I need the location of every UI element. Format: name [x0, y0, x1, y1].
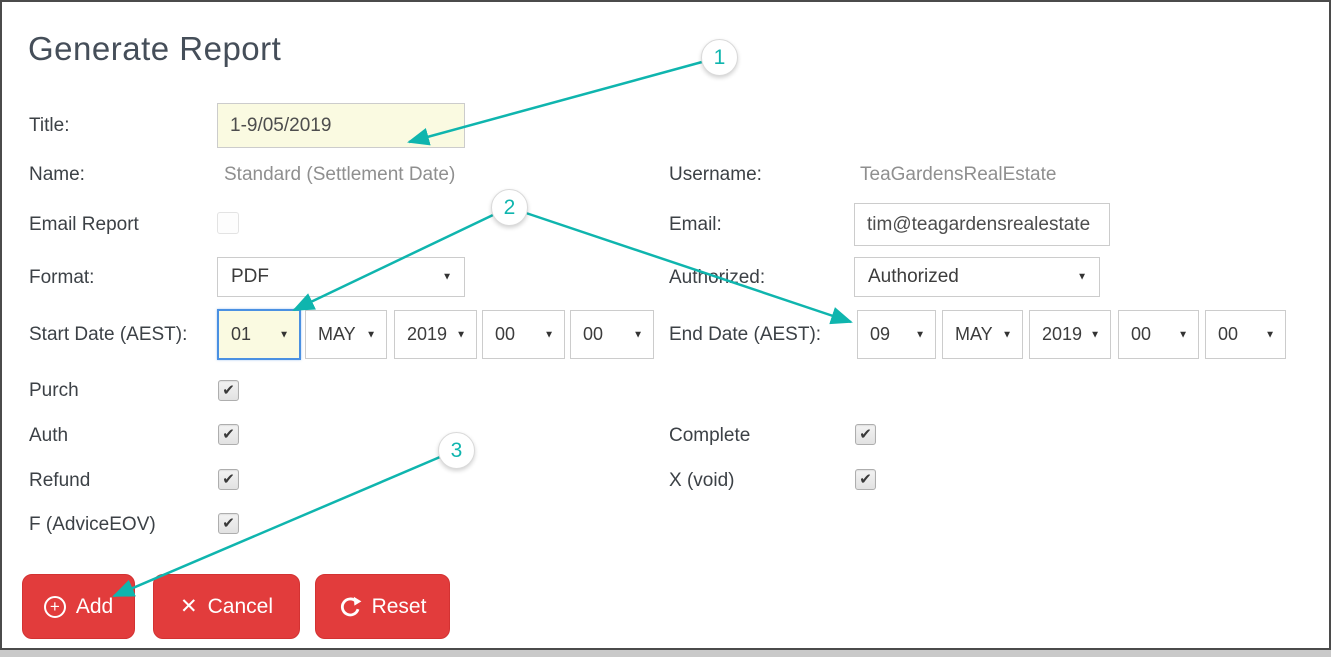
checkbox-complete[interactable]: ✔: [855, 424, 876, 445]
dropdown-arrow-icon: ▼: [442, 271, 452, 283]
start-month-value: MAY: [318, 324, 356, 344]
page-title: Generate Report: [28, 30, 282, 67]
name-value: Standard (Settlement Date): [224, 164, 456, 185]
end-year-select[interactable]: 2019 ▼: [1029, 310, 1111, 359]
start-minute-select[interactable]: 00 ▼: [570, 310, 654, 359]
reset-icon: [340, 596, 361, 617]
authorized-label: Authorized:: [669, 267, 766, 288]
email-label: Email:: [669, 214, 722, 235]
check-icon: ✔: [222, 515, 235, 532]
refund-label: Refund: [29, 470, 91, 491]
checkbox-adviceeov[interactable]: ✔: [218, 513, 239, 534]
reset-button-label: Reset: [371, 594, 427, 618]
dropdown-arrow-icon: ▼: [456, 329, 466, 340]
authorized-select-value: Authorized: [868, 266, 959, 287]
annotation-circle-3: 3: [438, 432, 475, 469]
username-value: TeaGardensRealEstate: [860, 164, 1057, 185]
format-select[interactable]: PDF ▼: [217, 257, 465, 297]
dropdown-arrow-icon: ▼: [279, 329, 289, 340]
cancel-button[interactable]: ✕ Cancel: [153, 574, 300, 639]
title-input[interactable]: [217, 103, 465, 148]
reset-button[interactable]: Reset: [315, 574, 450, 639]
start-month-select[interactable]: MAY ▼: [305, 310, 387, 359]
auth-label: Auth: [29, 425, 69, 446]
add-button-label: Add: [75, 594, 114, 618]
check-icon: ✔: [222, 382, 235, 399]
end-year-value: 2019: [1042, 324, 1083, 344]
dropdown-arrow-icon: ▼: [1002, 329, 1012, 340]
end-day-value: 09: [870, 324, 891, 344]
end-date-label: End Date (AEST):: [669, 324, 822, 345]
end-minute-select[interactable]: 00 ▼: [1205, 310, 1286, 359]
checkbox-purch[interactable]: ✔: [218, 380, 239, 401]
email-input[interactable]: [854, 203, 1110, 246]
end-hour-value: 00: [1131, 324, 1152, 344]
close-icon: ✕: [180, 595, 198, 618]
end-day-select[interactable]: 09 ▼: [857, 310, 936, 359]
username-label: Username:: [669, 164, 762, 185]
adviceeov-label: F (AdviceEOV): [29, 514, 156, 535]
dropdown-arrow-icon: ▼: [915, 329, 925, 340]
checkbox-refund[interactable]: ✔: [218, 469, 239, 490]
dropdown-arrow-icon: ▼: [633, 329, 643, 340]
start-day-select[interactable]: 01 ▼: [217, 309, 301, 360]
start-year-select[interactable]: 2019 ▼: [394, 310, 477, 359]
annotation-circle-2: 2: [491, 189, 528, 226]
start-minute-value: 00: [583, 324, 604, 344]
start-date-label: Start Date (AEST):: [29, 324, 188, 345]
purch-label: Purch: [29, 380, 79, 401]
dropdown-arrow-icon: ▼: [1178, 329, 1188, 340]
email-report-label: Email Report: [29, 214, 139, 235]
start-hour-select[interactable]: 00 ▼: [482, 310, 565, 359]
cancel-button-label: Cancel: [207, 594, 273, 618]
name-label: Name:: [29, 164, 85, 185]
add-button[interactable]: + Add: [22, 574, 135, 639]
checkbox-auth[interactable]: ✔: [218, 424, 239, 445]
title-label: Title:: [29, 115, 70, 136]
format-select-value: PDF: [231, 266, 269, 287]
check-icon: ✔: [222, 471, 235, 488]
check-icon: ✔: [222, 426, 235, 443]
end-hour-select[interactable]: 00 ▼: [1118, 310, 1199, 359]
plus-circle-icon: +: [43, 595, 66, 618]
authorized-select[interactable]: Authorized ▼: [854, 257, 1100, 297]
dropdown-arrow-icon: ▼: [366, 329, 376, 340]
annotation-circle-1: 1: [701, 39, 738, 76]
end-month-value: MAY: [955, 324, 993, 344]
checkbox-void[interactable]: ✔: [855, 469, 876, 490]
complete-label: Complete: [669, 425, 751, 446]
start-day-value: 01: [231, 324, 252, 344]
email-report-checkbox[interactable]: [217, 212, 239, 234]
dropdown-arrow-icon: ▼: [1077, 271, 1087, 283]
dropdown-arrow-icon: ▼: [1265, 329, 1275, 340]
format-label: Format:: [29, 267, 95, 288]
start-hour-value: 00: [495, 324, 516, 344]
void-label: X (void): [669, 470, 735, 491]
dropdown-arrow-icon: ▼: [544, 329, 554, 340]
check-icon: ✔: [859, 426, 872, 443]
end-month-select[interactable]: MAY ▼: [942, 310, 1023, 359]
end-minute-value: 00: [1218, 324, 1239, 344]
start-year-value: 2019: [407, 324, 448, 344]
dropdown-arrow-icon: ▼: [1090, 329, 1100, 340]
check-icon: ✔: [859, 471, 872, 488]
